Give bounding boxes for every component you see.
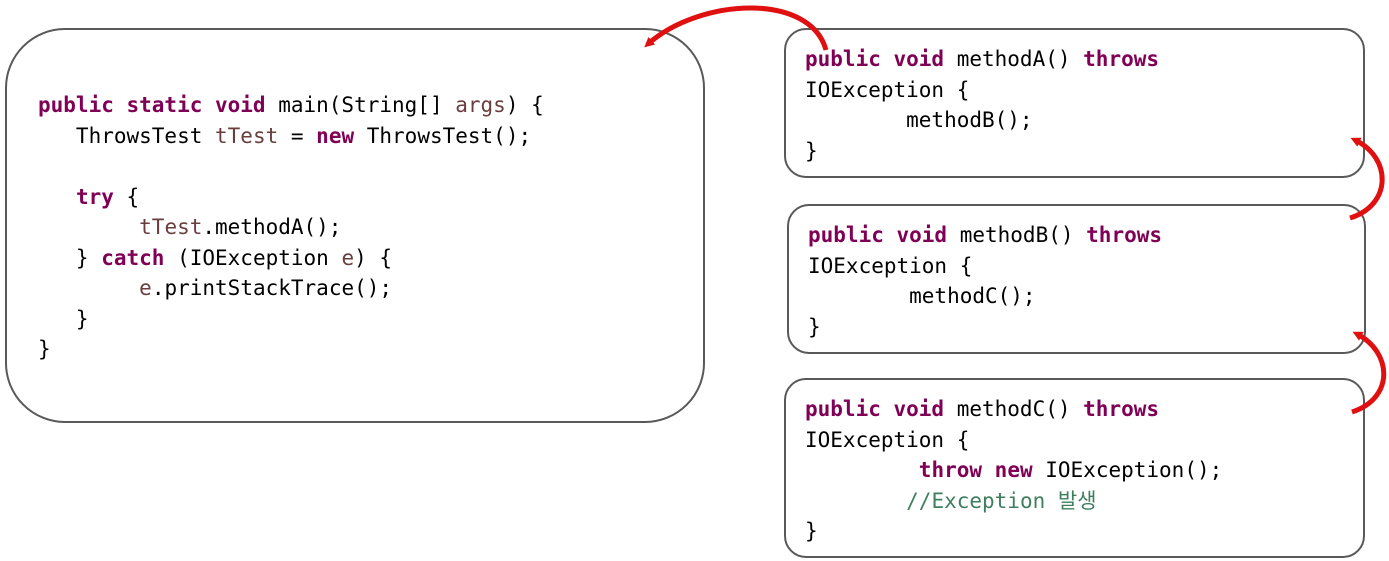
code-line: public void methodC() throws [805, 397, 1159, 421]
keyword-token: throws [1086, 223, 1163, 247]
code-token: } [38, 245, 102, 270]
keyword-token: catch [101, 245, 165, 270]
code-token: IOException { [805, 77, 970, 102]
code-token: methodA() [944, 47, 1084, 71]
keyword-token: throws [1083, 397, 1160, 421]
arrow-methodB-to-methodA [1349, 137, 1385, 221]
code-token: ThrowsTest [38, 123, 216, 148]
keyword-token: public void [805, 397, 945, 421]
code-token: methodB(); [805, 108, 1033, 132]
comment-token: //Exception 발생 [906, 488, 1097, 513]
code-token: IOException { [808, 253, 973, 278]
keyword-token: public static void [38, 93, 266, 117]
code-token: methodB() [947, 223, 1087, 247]
code-line: IOException { [808, 254, 972, 278]
code-token: } [805, 519, 818, 543]
keyword-token: throw [918, 458, 983, 482]
code-token: .printStackTrace(); [151, 276, 393, 300]
code-token: IOException(); [1032, 458, 1223, 482]
code-token: methodC() [944, 397, 1084, 421]
code-line: try { [38, 185, 139, 209]
code-line: public void methodB() throws [808, 223, 1162, 247]
method-a-code: public void methodA() throws IOException… [805, 44, 1159, 166]
code-line: } [38, 307, 89, 331]
variable-token: e [139, 276, 152, 300]
code-token: ) { [354, 245, 393, 270]
code-line: public static void main(String[] args) { [38, 93, 544, 117]
code-line: } [38, 337, 51, 361]
code-token: } [38, 337, 51, 361]
code-token: ) { [505, 93, 544, 117]
code-line: methodC(); [808, 284, 1036, 308]
code-token: = [278, 123, 317, 148]
keyword-token: public void [805, 47, 945, 71]
code-token: ThrowsTest(); [354, 123, 532, 148]
code-token: } [38, 306, 89, 331]
method-a-box: public void methodA() throws IOException… [784, 28, 1365, 178]
code-line: } [805, 139, 818, 163]
arrow-methodA-to-main [644, 5, 829, 51]
code-token: main(String[] [265, 93, 456, 117]
code-line: throw new IOException(); [805, 458, 1222, 482]
code-line: } catch (IOException e) { [38, 246, 392, 270]
code-line: //Exception 발생 [805, 488, 1097, 513]
keyword-token: throws [1083, 47, 1160, 71]
variable-token: e [341, 245, 355, 270]
code-line: public void methodA() throws [805, 47, 1159, 71]
code-token: { [113, 184, 140, 209]
method-b-code: public void methodB() throws IOException… [808, 220, 1162, 342]
code-token: .methodA(); [202, 215, 342, 239]
code-line: ThrowsTest tTest = new ThrowsTest(); [38, 124, 531, 148]
code-token: } [808, 314, 821, 339]
code-token: (IOException [164, 245, 342, 270]
code-line: methodB(); [805, 108, 1033, 132]
variable-token: tTest [215, 123, 279, 148]
code-line: e.printStackTrace(); [38, 276, 392, 300]
keyword-token: try [75, 184, 114, 209]
code-token: } [805, 138, 818, 163]
code-token: methodC(); [808, 284, 1036, 308]
keyword-token: new [994, 458, 1033, 482]
method-b-box: public void methodB() throws IOException… [787, 204, 1366, 354]
main-method-code: public static void main(String[] args) {… [38, 90, 544, 365]
method-c-box: public void methodC() throws IOException… [784, 378, 1365, 558]
code-token: IOException { [805, 427, 970, 452]
variable-token: args [455, 93, 506, 117]
method-c-code: public void methodC() throws IOException… [805, 394, 1222, 547]
code-line: tTest.methodA(); [38, 215, 341, 239]
keyword-token: public void [808, 223, 948, 247]
variable-token: tTest [139, 215, 203, 239]
code-line: IOException { [805, 78, 969, 102]
keyword-token: new [316, 123, 355, 148]
main-method-box: public static void main(String[] args) {… [5, 28, 705, 423]
code-line: } [808, 315, 821, 339]
code-line: } [805, 519, 818, 543]
code-line: IOException { [805, 428, 969, 452]
arrow-methodC-to-methodB [1351, 331, 1387, 415]
